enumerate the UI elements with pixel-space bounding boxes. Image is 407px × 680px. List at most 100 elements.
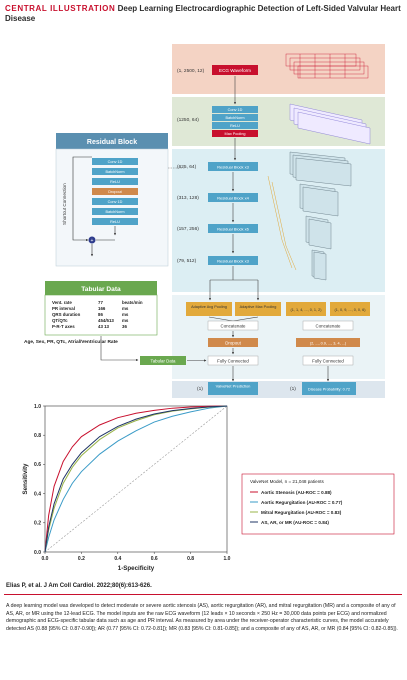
- legend-label-any: AS, AR, or MR (AU-ROC = 0.84): [261, 520, 329, 525]
- roc-y-tick-label: 0.4: [34, 491, 41, 497]
- roc-y-tick-label: 0.0: [34, 550, 41, 556]
- pool-left-values: (1, 1, 4, ..., 0, 1, 2): [290, 308, 322, 312]
- rb-layer-7-label: ReLU: [110, 220, 120, 224]
- side-dropout-values: (2, ..., 0.9, ..., 3, 4, ...): [310, 342, 347, 346]
- valvenet-prediction-box: [208, 382, 258, 395]
- pool-left-values-box: [286, 302, 326, 316]
- tab-row-3-value: 86: [98, 312, 103, 317]
- residual-block-header: [56, 133, 168, 149]
- pool-right-values: (1, 0, 9, ..., 0, 0, 6): [334, 308, 366, 312]
- citation: Elias P, et al. J Am Coll Cardiol. 2022;…: [6, 583, 152, 589]
- tab-row-1-unit: beats/min: [122, 300, 143, 305]
- res-block-4-label: Residual Block x3: [217, 259, 250, 264]
- res-skip-lines: [267, 175, 297, 271]
- residual-block-body: [55, 148, 169, 267]
- tab-row-4-value: 454/513: [98, 318, 114, 323]
- residual-block-title: Residual Block: [87, 139, 137, 146]
- rb-layer-3-label: ReLU: [110, 180, 120, 184]
- tabular-header: [45, 281, 157, 295]
- max-pooling-box: [235, 302, 281, 316]
- shortcut-label: Shortcut Connection: [62, 183, 67, 225]
- conv-layer-1: [212, 106, 258, 113]
- dropout-label: Dropout: [225, 341, 241, 346]
- ecg-tensor-icon: [285, 53, 369, 79]
- res2-dim: (313, 128): [177, 195, 199, 201]
- tab-row-5-name: P-R-T axes: [52, 324, 75, 329]
- tab-row-3-name: QRS duration: [52, 312, 81, 317]
- res-block-4: [208, 256, 258, 265]
- tab-row-3-unit: ms: [122, 312, 129, 317]
- input-dim: (1, 2500, 12): [177, 68, 205, 74]
- conv-layer-2-label: BatchNorm: [226, 116, 245, 120]
- roc-curve-as: [44, 405, 228, 553]
- tab-row-4-name: QT/QTc: [52, 318, 68, 323]
- roc-curve-any: [44, 405, 228, 553]
- rb-layer-4: [92, 188, 138, 195]
- rb-layer-1-label: Conv 1D: [108, 160, 123, 164]
- fully-connected-box: [207, 355, 259, 366]
- ecg-waveform-label: ECG Waveform: [219, 68, 251, 73]
- figure-canvas: (1, 2500, 12) ECG Waveform (1250, 64) Co…: [22, 44, 395, 572]
- fully-connected-label: Fully Connected: [217, 359, 249, 364]
- input-panel: [172, 44, 385, 94]
- conv-dim: (1250, 64): [177, 117, 199, 123]
- conv-layer-3: [212, 122, 258, 129]
- rb-layer-7: [92, 218, 138, 225]
- tab-row-2-name: PR interval: [52, 306, 75, 311]
- side-concatenate-box: [302, 320, 354, 331]
- sum-node-icon: [88, 236, 96, 244]
- res-block-3: [208, 224, 258, 233]
- max-pooling-label: Adaptive Max Pooling: [240, 305, 277, 309]
- tabular-body: [44, 294, 158, 336]
- res3-dim: (157, 256): [177, 226, 199, 232]
- disease-probability-label: Disease Probability: 0.72: [308, 388, 350, 392]
- tab-row-4-unit: ms: [122, 318, 129, 323]
- concatenate-box: [207, 320, 259, 331]
- tabular-note: Age, Sex, PR, QTc, Atrial/Ventricular Ra…: [24, 339, 118, 345]
- side-output-dim: (1): [290, 386, 296, 392]
- output-dim: (1): [197, 386, 203, 392]
- rb-layer-2-label: BatchNorm: [106, 170, 125, 174]
- roc-y-tick-label: 0.2: [34, 521, 41, 527]
- roc-x-tick-label: 0.0: [42, 556, 49, 562]
- res-block-2-label: Residual Block x4: [217, 196, 250, 201]
- res1-dim: (625, 64): [177, 164, 197, 170]
- rb-layer-5-label: Conv 1D: [108, 200, 123, 204]
- tabular-data-chip: [140, 356, 186, 365]
- res-block-1: [208, 162, 258, 171]
- shortcut-line: [72, 156, 92, 242]
- roc-x-tick-label: 0.8: [187, 556, 194, 562]
- residual-panel: [172, 149, 385, 292]
- roc-y-axis-label: Sensitivity: [22, 463, 29, 495]
- legend-label-as: Aortic Stenosis (AU-ROC = 0.88): [261, 490, 332, 495]
- concatenate-label: Concatenate: [221, 324, 246, 329]
- conv-layer-2: [212, 114, 258, 121]
- arrow-max-cat: [232, 316, 259, 322]
- avg-pooling-box: [186, 302, 232, 316]
- res-block-3-label: Residual Block x6: [217, 227, 250, 232]
- rb-layer-2: [92, 168, 138, 175]
- roc-legend-box: [241, 473, 395, 535]
- tab-row-1-name: Vent. rate: [52, 300, 72, 305]
- res4-dim: (79, 512): [177, 258, 197, 264]
- conv-layer-4: [212, 130, 258, 137]
- roc-y-tick-label: 0.8: [34, 433, 41, 439]
- side-dropout-box: [296, 338, 360, 347]
- tab-row-2-value: 166: [98, 306, 106, 311]
- tab-row-1-value: 77: [98, 300, 103, 305]
- roc-x-tick-label: 0.6: [151, 556, 158, 562]
- conv-layer-1-label: Conv 1D: [228, 108, 243, 112]
- arrow-table-chip: [100, 336, 139, 362]
- ecg-waveform-box: [212, 65, 258, 75]
- roc-chance-line: [44, 405, 228, 553]
- conv-layer-3-label: ReLU: [230, 124, 240, 128]
- tabular-rows: Vent. rate 77 beats/min PR interval 166 …: [52, 300, 143, 329]
- arrow-avg-cat: [208, 316, 234, 322]
- conv-tensor-icon: [289, 103, 371, 145]
- roc-x-tick-label: 0.2: [78, 556, 85, 562]
- title-prefix: CENTRAL ILLUSTRATION: [5, 4, 116, 13]
- legend-label-ar: Aortic Regurgitation (AU-ROC = 0.77): [261, 500, 343, 505]
- rb-layer-6: [92, 208, 138, 215]
- rb-layer-1: [92, 158, 138, 165]
